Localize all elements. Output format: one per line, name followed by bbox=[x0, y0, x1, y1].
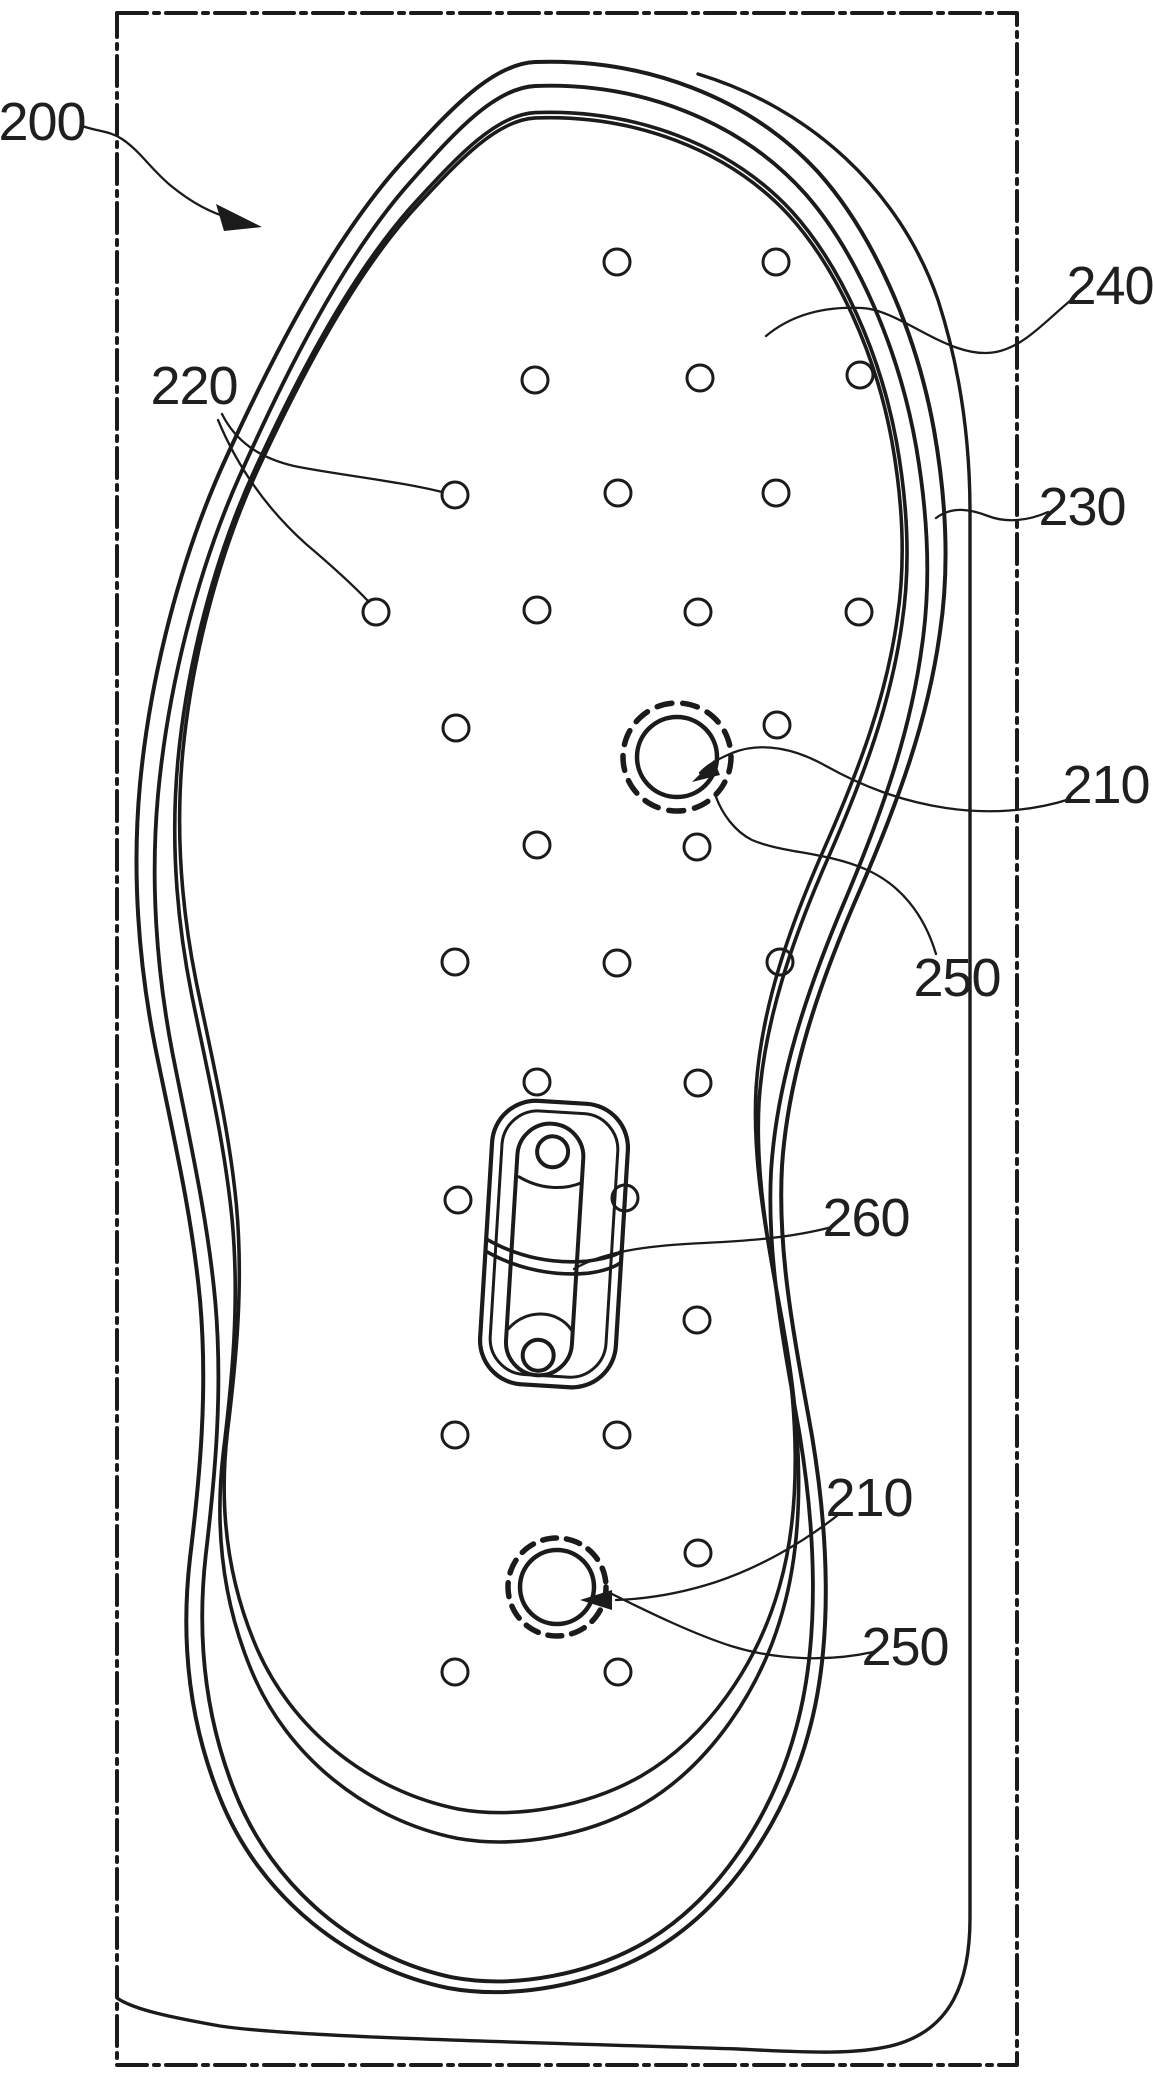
arrowhead-210-forefoot bbox=[692, 760, 720, 782]
ref-label-250-heel: 250 bbox=[861, 1617, 948, 1677]
perforation-hole bbox=[762, 710, 792, 740]
sole-inner-outline-1 bbox=[173, 110, 909, 1844]
perforation-hole bbox=[603, 478, 633, 508]
leader-line-250-heel bbox=[606, 1590, 875, 1660]
module-shoulder-line bbox=[517, 1175, 584, 1189]
perforation-hole bbox=[441, 713, 471, 743]
module-dome-line bbox=[507, 1312, 574, 1332]
leader-line-210-forefoot bbox=[698, 746, 1072, 813]
electronics-module bbox=[477, 1098, 631, 1390]
perforation-hole bbox=[683, 1068, 713, 1098]
module-outer-wall bbox=[477, 1098, 631, 1390]
perforation-hole bbox=[440, 480, 470, 510]
leader-line-220-a bbox=[220, 412, 444, 494]
perforation-hole bbox=[522, 830, 552, 860]
module-contact-top bbox=[535, 1134, 571, 1170]
leader-line-220-b bbox=[216, 418, 371, 604]
perforation-hole bbox=[440, 1657, 470, 1687]
perforation-hole bbox=[683, 1538, 713, 1568]
perforation-hole bbox=[761, 478, 791, 508]
sensor-heel bbox=[505, 1535, 609, 1639]
sensor-dashed-ring-heel bbox=[505, 1535, 609, 1639]
ref-label-220: 220 bbox=[150, 356, 237, 416]
perforation-hole bbox=[522, 1067, 552, 1097]
ref-label-240: 240 bbox=[1066, 256, 1153, 316]
perforation-hole bbox=[682, 832, 712, 862]
leader-line-230 bbox=[934, 508, 1050, 522]
reference-numerals: 200 220 240 230 210 250 260 210 250 bbox=[0, 92, 1153, 1677]
leader-line-240 bbox=[764, 294, 1078, 355]
perforation-hole bbox=[361, 597, 391, 627]
perforation-holes bbox=[361, 247, 875, 1687]
module-band-lower bbox=[483, 1249, 623, 1276]
leader-lines bbox=[80, 124, 1078, 1660]
perforation-hole bbox=[602, 1420, 632, 1450]
sensor-forefoot bbox=[620, 700, 734, 814]
ref-label-210-forefoot: 210 bbox=[1062, 755, 1149, 815]
sensor-dashed-ring-forefoot bbox=[620, 700, 734, 814]
ref-label-230: 230 bbox=[1038, 477, 1125, 537]
perforation-hole bbox=[683, 597, 713, 627]
perforation-hole bbox=[844, 597, 874, 627]
module-band-upper bbox=[484, 1237, 624, 1264]
ref-label-200: 200 bbox=[0, 92, 86, 152]
arrowhead-210-heel bbox=[580, 1590, 612, 1610]
phantom-border bbox=[115, 11, 1019, 2067]
ref-label-260: 260 bbox=[822, 1188, 909, 1248]
perforation-hole bbox=[765, 947, 795, 977]
perforation-hole bbox=[602, 247, 632, 277]
leader-line-200 bbox=[80, 124, 234, 221]
ref-label-250-forefoot: 250 bbox=[913, 948, 1000, 1008]
sensor-opening-heel bbox=[517, 1547, 597, 1627]
sole-outer-outline bbox=[134, 59, 948, 1995]
module-contact-bottom bbox=[520, 1337, 556, 1373]
perforation-hole bbox=[682, 1305, 712, 1335]
perforation-hole bbox=[440, 1420, 470, 1450]
plate-outline bbox=[115, 72, 972, 2054]
leader-line-260 bbox=[572, 1225, 834, 1271]
perforation-hole bbox=[443, 1185, 473, 1215]
perforation-hole bbox=[520, 365, 550, 395]
sole-outlines bbox=[134, 59, 948, 1995]
perforation-hole bbox=[685, 363, 715, 393]
module-capsule bbox=[503, 1121, 586, 1378]
arrowhead-200 bbox=[216, 204, 262, 231]
perforation-hole bbox=[761, 247, 791, 277]
leader-line-210-heel bbox=[614, 1513, 840, 1602]
perforation-hole bbox=[602, 948, 632, 978]
perforation-hole bbox=[440, 947, 470, 977]
perforation-hole bbox=[522, 595, 552, 625]
ref-label-210-heel: 210 bbox=[825, 1468, 912, 1528]
sensor-opening-forefoot bbox=[634, 714, 720, 800]
leader-line-250-forefoot bbox=[714, 795, 938, 956]
perforation-hole bbox=[603, 1657, 633, 1687]
perforation-hole bbox=[845, 360, 875, 390]
